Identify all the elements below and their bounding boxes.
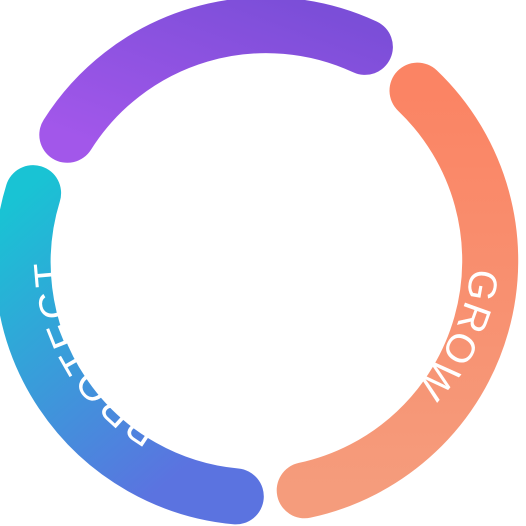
segment-arc-grow (276, 62, 519, 519)
segment-arc-protect (0, 165, 264, 525)
segment-arc-build (39, 0, 393, 163)
segment-label-build: BUILD (164, 67, 305, 134)
